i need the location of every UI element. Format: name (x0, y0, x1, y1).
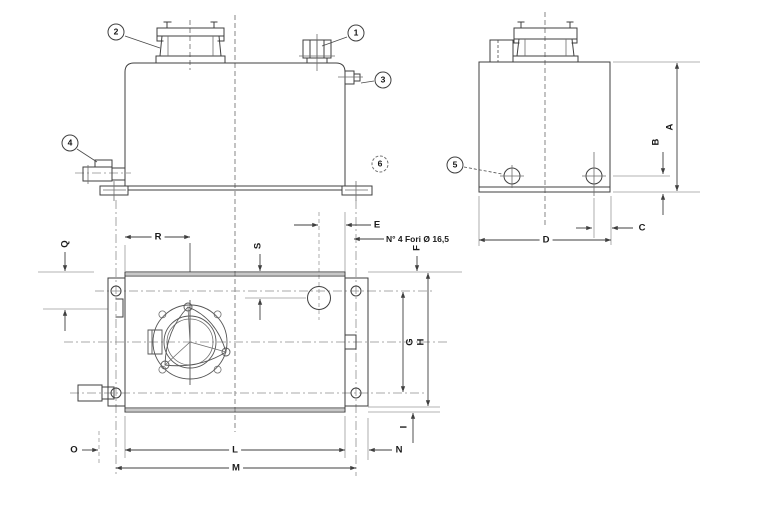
dim-label-e: E (373, 219, 381, 231)
dim-label-q: Q (59, 240, 71, 248)
dim-label-b: B (650, 138, 662, 146)
side-view-drawing (478, 21, 611, 196)
dim-label-f: F (411, 245, 423, 251)
side-port-holes (500, 152, 606, 196)
plan-view-drawing (77, 271, 369, 413)
dim-label-m: M (229, 463, 243, 473)
callout-leader-lines (76, 35, 503, 175)
dim-label-o: O (70, 444, 78, 456)
dim-label-l: L (229, 445, 241, 455)
dim-label-c: C (638, 222, 646, 234)
callout-balloon-4: 4 (61, 134, 79, 152)
flange-holes-plan (110, 285, 362, 399)
holes-note: N° 4 Fori Ø 16,5 (386, 233, 449, 244)
side-fitting-front (338, 70, 363, 85)
dim-label-i: I (398, 425, 410, 429)
dim-label-n: N (395, 444, 403, 456)
callout-balloon-2: 2 (107, 23, 125, 41)
right-port-plan (344, 334, 357, 350)
front-view-drawing (82, 21, 373, 201)
dim-label-a: A (664, 120, 675, 134)
return-port-plan (307, 286, 331, 310)
callout-balloon-6: 6 (371, 155, 389, 173)
left-port-plan (115, 298, 124, 318)
dim-label-h: H (415, 338, 427, 346)
drain-fitting-front (82, 159, 126, 184)
filler-cap-front (155, 21, 226, 63)
dim-label-g: G (404, 338, 416, 346)
dim-label-s: S (252, 242, 264, 250)
filler-cap-side (489, 21, 579, 63)
centerlines (64, 12, 546, 476)
dim-label-r: R (151, 232, 165, 242)
drain-fitting-plan (77, 384, 115, 402)
callout-balloon-3: 3 (374, 71, 392, 89)
plug-cap-front (299, 34, 335, 71)
dim-label-d: D (539, 235, 553, 245)
extension-lines (38, 61, 700, 460)
callout-balloon-1: 1 (347, 24, 365, 42)
callout-balloon-5: 5 (446, 156, 464, 174)
filler-cap-plan (147, 302, 231, 380)
